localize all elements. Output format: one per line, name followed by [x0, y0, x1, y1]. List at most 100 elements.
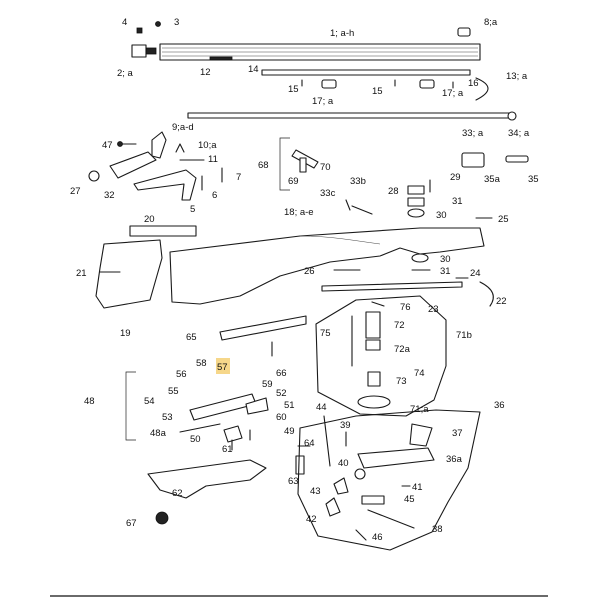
- label-19: 19: [120, 328, 131, 339]
- label-34: 34; a: [508, 128, 530, 139]
- nut-part-31-top: [407, 197, 425, 207]
- label-48: 48: [84, 396, 95, 407]
- label-31b: 31: [440, 266, 451, 277]
- label-33c: 33c: [320, 188, 336, 199]
- label-66: 66: [276, 368, 287, 379]
- label-55: 55: [168, 386, 179, 397]
- spring-part-38: [367, 509, 415, 529]
- stock-part-18: [169, 227, 485, 305]
- label-17b: 17; a: [442, 88, 464, 99]
- label-22: 22: [496, 296, 507, 307]
- label-16: 16: [468, 78, 479, 89]
- label-49: 49: [284, 426, 295, 437]
- barrel-pin-part-12: [209, 56, 233, 61]
- label-1: 1; a-h: [330, 28, 354, 39]
- label-69: 69: [288, 176, 299, 187]
- button-part-67: [155, 511, 169, 525]
- part-40: [354, 468, 366, 480]
- label-18: 18; a-e: [284, 207, 314, 218]
- label-33b: 33b: [350, 176, 366, 187]
- label-33: 33; a: [462, 128, 484, 139]
- screw-part-63: [295, 455, 305, 475]
- label-27: 27: [70, 186, 81, 197]
- ramrod-part-33: [187, 111, 517, 121]
- screw-part-47: [117, 141, 137, 147]
- label-38: 38: [432, 524, 443, 535]
- label-73: 73: [396, 376, 407, 387]
- label-65: 65: [186, 332, 197, 343]
- washer-part-30-mid: [411, 253, 429, 263]
- muzzle-cap-part-8: [457, 27, 471, 37]
- label-57: 57: [217, 362, 228, 373]
- label-20: 20: [144, 214, 155, 225]
- label-46: 46: [372, 532, 383, 543]
- triggerguard-part-19: [95, 239, 163, 309]
- spacer-part-72a: [365, 339, 381, 351]
- label-58: 58: [196, 358, 207, 369]
- hammer-part-9: [151, 131, 167, 159]
- lockplate-part-32: [109, 151, 157, 179]
- label-61: 61: [222, 444, 233, 455]
- rod-part-44: [323, 415, 331, 467]
- label-29: 29: [450, 172, 461, 183]
- label-48a: 48a: [150, 428, 167, 439]
- spring-part-33b: [351, 205, 373, 215]
- spring-part-73: [367, 371, 381, 387]
- label-72a: 72a: [394, 344, 411, 355]
- label-5: 5: [190, 204, 195, 215]
- ring-part-27: [88, 170, 100, 182]
- label-26: 26: [304, 266, 315, 277]
- plate-part-36a: [357, 447, 435, 469]
- washer-part-30-top: [407, 208, 425, 218]
- nipple-part-4: [136, 27, 143, 34]
- breech-plug: [131, 44, 157, 58]
- tool-part-69: [299, 157, 307, 173]
- pin-part-33c: [345, 199, 351, 211]
- label-15b: 15: [372, 86, 383, 97]
- label-51: 51: [284, 400, 295, 411]
- bracket-part-68: [279, 137, 290, 191]
- barrel: [159, 43, 481, 61]
- label-53: 53: [162, 412, 173, 423]
- label-75: 75: [320, 328, 331, 339]
- tang-part-20: [129, 225, 197, 237]
- label-21: 21: [76, 268, 87, 279]
- label-70: 70: [320, 162, 331, 173]
- highlight-box-57: [216, 358, 230, 374]
- label-64: 64: [304, 438, 315, 449]
- label-7: 7: [236, 172, 241, 183]
- bracket-part-48: [125, 371, 136, 441]
- label-25: 25: [498, 214, 509, 225]
- spring-part-10: [175, 143, 185, 153]
- label-32: 32: [104, 190, 115, 201]
- rod-part-23: [321, 281, 463, 292]
- sideplate-part-5: [133, 169, 197, 201]
- label-59: 59: [262, 379, 273, 390]
- label-11: 11: [208, 154, 218, 165]
- lever-part-65: [219, 315, 307, 341]
- ramrod-rod-part-14: [261, 69, 471, 76]
- label-30a: 30: [436, 210, 447, 221]
- label-71a: 71;a: [410, 404, 429, 415]
- column-part-72: [365, 311, 381, 339]
- pin-part-76: [371, 301, 385, 307]
- label-68: 68: [258, 160, 269, 171]
- outline-part-36: [297, 409, 481, 551]
- thimble-part-17-right: [419, 79, 435, 89]
- label-40: 40: [338, 458, 349, 469]
- label-56: 56: [176, 369, 187, 380]
- label-2: 2; a: [117, 68, 134, 79]
- pin-part-46: [355, 529, 367, 541]
- label-23: 23: [428, 304, 439, 315]
- guard-part-62: [147, 459, 267, 499]
- label-8: 8;a: [484, 17, 498, 28]
- label-47: 47: [102, 140, 113, 151]
- label-43: 43: [310, 486, 321, 497]
- label-37: 37: [452, 428, 463, 439]
- screw-part-35: [505, 155, 529, 163]
- label-30b: 30: [440, 254, 451, 265]
- label-9: 9;a-d: [172, 122, 194, 133]
- label-13: 13; a: [506, 71, 528, 82]
- label-35: 35: [528, 174, 539, 185]
- lever-part-37: [409, 423, 433, 447]
